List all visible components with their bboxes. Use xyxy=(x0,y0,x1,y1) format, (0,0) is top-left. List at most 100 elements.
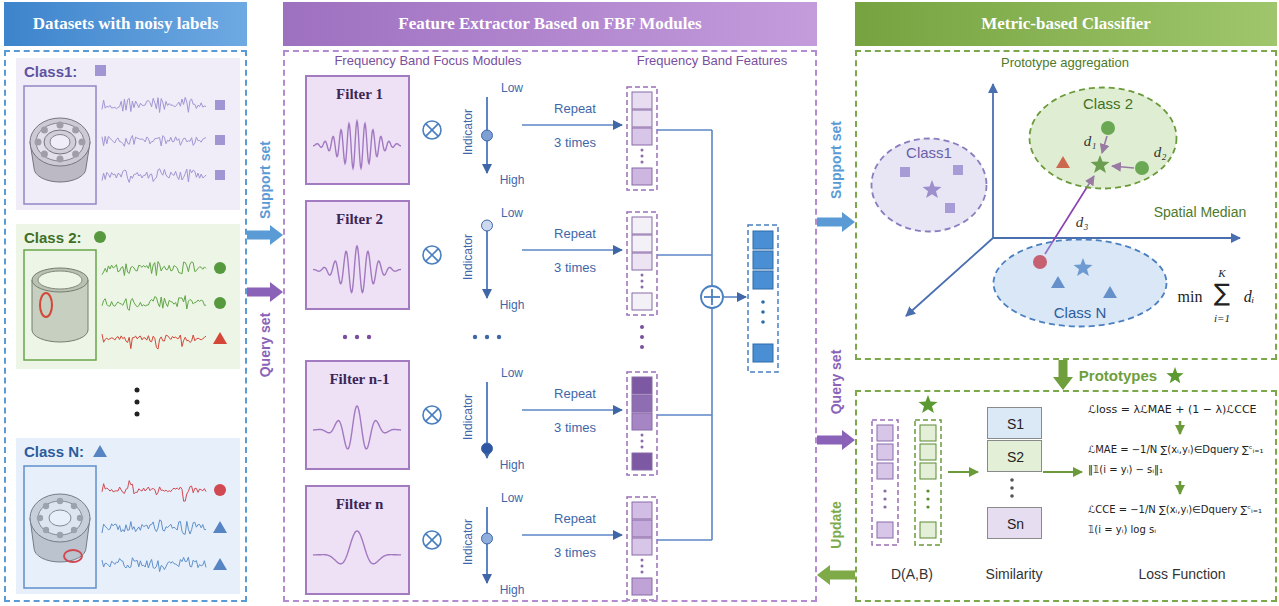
cluster-label: Class1 xyxy=(906,144,952,161)
text-holder: Filter 2 xyxy=(336,209,383,229)
ellipsis-dots xyxy=(641,559,644,562)
loss-panel: D(A,B)SimilarityLoss FunctionS1S2Sn xyxy=(855,390,1277,602)
edge-label: Support set xyxy=(828,121,844,199)
scale-label: High xyxy=(500,298,525,312)
multiply-symbol xyxy=(423,531,441,549)
class-cluster: Class1 xyxy=(870,137,988,233)
repeat-label: 3 times xyxy=(554,420,596,435)
output-feature-vector xyxy=(748,225,778,372)
ellipsis-dots xyxy=(473,335,477,339)
edge-label: Query set xyxy=(257,313,273,378)
feature-cell xyxy=(632,92,652,109)
sum-symbol xyxy=(711,289,713,305)
text-holder: High xyxy=(500,454,525,474)
text-holder: Indicator xyxy=(457,394,477,440)
section-label: Frequency Band Focus Modules xyxy=(334,53,521,68)
text-holder: Sn xyxy=(1007,514,1024,534)
panel-title: Metric-based Classifier xyxy=(981,14,1150,33)
ellipsis-dots xyxy=(135,388,140,417)
prototype-vector xyxy=(915,420,941,545)
feature-cell xyxy=(632,128,652,145)
indicator-dot xyxy=(482,533,493,544)
repeat-label: 3 times xyxy=(554,545,596,560)
flow-arrow xyxy=(817,565,855,585)
query-feature-vector xyxy=(877,425,893,441)
distance-label: d₂ xyxy=(1154,144,1167,160)
text-holder: Class 2: xyxy=(24,228,82,248)
feature-cell xyxy=(632,578,652,595)
text-holder: d₃ xyxy=(1076,212,1089,232)
edge-label: Query set xyxy=(828,350,844,415)
merge-line xyxy=(711,130,713,540)
caption: Similarity xyxy=(986,566,1043,582)
query-feature-vector xyxy=(877,522,893,538)
equation: ℒloss = λℒMAE + (1 − λ)ℒCCE xyxy=(1088,403,1257,416)
class-group: Class N: xyxy=(16,438,240,594)
cluster-outline xyxy=(872,139,987,232)
repeat-arrow xyxy=(522,409,622,411)
ellipsis-dots xyxy=(1010,478,1014,482)
text-holder: Loss Function xyxy=(1138,564,1225,584)
indicator-dot xyxy=(482,130,493,141)
indicator-dot xyxy=(482,443,493,454)
scale-label: Low xyxy=(501,366,523,380)
text-holder: Update xyxy=(826,501,846,548)
ellipsis-dots xyxy=(641,155,644,158)
feature-cell xyxy=(632,520,652,537)
ellipsis-dots xyxy=(641,286,644,289)
prototype-vector xyxy=(920,425,936,441)
ellipsis-dots xyxy=(1010,478,1014,498)
ellipsis-dots xyxy=(641,440,644,443)
text-holder: Class1 xyxy=(906,143,952,163)
feature-cell xyxy=(632,538,652,555)
class-heading: Class N: xyxy=(24,443,84,460)
flow-arrow xyxy=(247,282,283,302)
ellipsis-dots xyxy=(355,335,359,339)
ellipsis-dots xyxy=(1010,494,1014,498)
ellipsis-dots xyxy=(497,335,501,339)
cluster-outline xyxy=(1030,88,1177,189)
query-feature-vector xyxy=(877,444,893,460)
text-holder: d₁ xyxy=(1084,131,1097,151)
indicator-label: Indicator xyxy=(461,109,475,155)
feature-cell xyxy=(632,502,652,519)
flow-line xyxy=(948,471,978,473)
indicator-dot xyxy=(482,220,493,231)
sum-symbol xyxy=(701,286,723,308)
text-holder: Metric-based Classifier xyxy=(981,13,1150,34)
text-holder: ℒMAE = −1/N ∑(xᵢ,yᵢ)∈Dquery ∑ᶜᵢ₌₁ ‖𝟙(i =… xyxy=(1088,438,1274,478)
filter-box: Filter n xyxy=(305,485,410,595)
filter-box: Filter n-1 xyxy=(305,360,410,470)
text-holder: Repeat xyxy=(554,98,596,118)
metric-space-illustration xyxy=(900,84,1240,413)
coordinate-axis xyxy=(993,237,1240,239)
caption: D(A,B) xyxy=(891,566,933,582)
panel-title: Datasets with noisy labels xyxy=(33,14,219,33)
feature-cell xyxy=(632,217,652,234)
flow-arrow xyxy=(1053,360,1073,390)
similarity-score: S2 xyxy=(1007,449,1024,465)
text-holder: Repeat xyxy=(554,383,596,403)
ellipsis-dots xyxy=(485,335,489,339)
ellipsis-dots xyxy=(641,274,644,277)
cluster-label: Class N xyxy=(1054,304,1107,321)
text-holder: Filter n-1 xyxy=(329,369,389,389)
ellipsis-dots xyxy=(641,280,644,283)
feature-cell xyxy=(632,293,652,310)
filter-title: Filter n-1 xyxy=(329,371,389,387)
ellipsis-dots xyxy=(641,446,644,449)
ellipsis-dots xyxy=(1010,486,1014,490)
ellipsis-dots xyxy=(640,325,644,329)
equation: ℒCCE = −1/N ∑(xᵢ,yᵢ)∈Dquery ∑ᶜᵢ₌₁ 𝟙(i = … xyxy=(1088,504,1262,535)
formula-part: dᵢ xyxy=(1244,288,1255,305)
ellipsis-dots xyxy=(641,571,644,574)
query-feature-vector xyxy=(872,420,898,545)
multiply-symbol xyxy=(426,534,439,547)
repeat-arrow xyxy=(522,534,622,536)
text-holder: Filter 1 xyxy=(336,84,383,104)
text-holder: ℒCCE = −1/N ∑(xᵢ,yᵢ)∈Dquery ∑ᶜᵢ₌₁ 𝟙(i = … xyxy=(1088,498,1274,538)
output-feature-vector xyxy=(753,251,773,269)
merge-line xyxy=(657,539,712,541)
prototype-star xyxy=(919,395,938,413)
multiply-symbol xyxy=(426,249,439,262)
